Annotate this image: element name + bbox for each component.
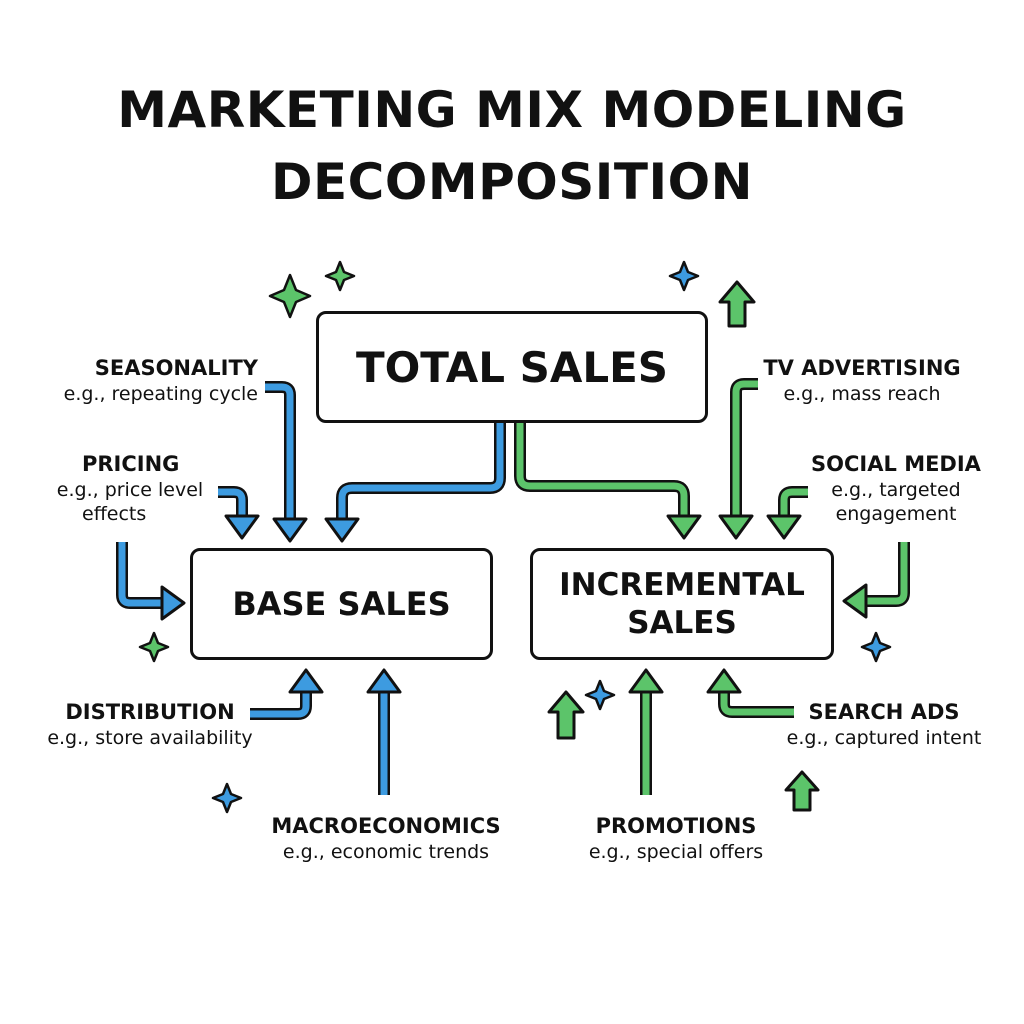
- arrow-pricing: [218, 486, 260, 540]
- factor-example: e.g., store availability: [47, 727, 253, 749]
- factor-name: TV ADVERTISING: [763, 356, 961, 380]
- sparkle-icon-green-3: [138, 631, 170, 663]
- arrow-distribution: [250, 668, 324, 720]
- arrow-social-media: [766, 486, 808, 540]
- arrow-right-elbow: [842, 542, 910, 619]
- base-arrows: [116, 381, 506, 795]
- factor-name: MACROECONOMICS: [271, 814, 501, 838]
- decor-up-arrow-mid: [547, 690, 585, 740]
- incremental-sales-box: INCREMENTAL SALES: [530, 548, 834, 660]
- arrow-left-elbow: [116, 542, 186, 621]
- factor-example-2: effects: [82, 503, 147, 525]
- factor-macroeconomics: MACROECONOMICS e.g., economic trends: [256, 812, 516, 864]
- arrow-tv-advertising: [718, 378, 758, 540]
- factor-promotions: PROMOTIONS e.g., special offers: [566, 812, 786, 864]
- incremental-sales-label-2: SALES: [627, 605, 737, 641]
- factor-name: DISTRIBUTION: [65, 700, 235, 724]
- factor-name: PROMOTIONS: [595, 814, 757, 838]
- factor-name: SEASONALITY: [94, 356, 258, 380]
- arrow-total-to-incremental: [514, 423, 702, 540]
- decor-up-arrow-bottom: [784, 770, 820, 812]
- factor-example: e.g., economic trends: [282, 841, 490, 863]
- sparkle-icon-blue-1: [668, 260, 700, 292]
- arrow-search-ads: [706, 668, 794, 718]
- factor-example: e.g., special offers: [588, 841, 764, 863]
- factor-seasonality: SEASONALITY e.g., repeating cycle: [64, 354, 258, 406]
- sparkle-icon-green-1: [268, 273, 312, 319]
- factor-social-media: SOCIAL MEDIA e.g., targeted engagement: [806, 450, 986, 526]
- arrow-total-to-base: [324, 423, 506, 543]
- title-line-2: DECOMPOSITION: [271, 153, 753, 211]
- base-sales-label: BASE SALES: [232, 585, 451, 623]
- factor-name: SEARCH ADS: [808, 700, 960, 724]
- sparkle-icon-blue-4: [211, 782, 243, 814]
- factor-example: e.g., targeted: [831, 479, 961, 501]
- sparkle-icon-green-2: [324, 260, 356, 292]
- total-sales-box: TOTAL SALES: [316, 311, 708, 423]
- factor-example: e.g., mass reach: [783, 383, 941, 405]
- factor-name: SOCIAL MEDIA: [811, 452, 981, 476]
- decor-up-arrow-top: [718, 280, 756, 328]
- sparkle-icon-blue-3: [584, 679, 616, 711]
- incremental-sales-label-1: INCREMENTAL: [559, 567, 805, 603]
- diagram-title: MARKETING MIX MODELING DECOMPOSITION: [0, 74, 1024, 218]
- factor-distribution: DISTRIBUTION e.g., store availability: [30, 698, 270, 750]
- factor-example: e.g., price level: [56, 479, 204, 501]
- arrow-macroeconomics: [366, 668, 402, 795]
- factor-example: e.g., captured intent: [786, 727, 982, 749]
- factor-search-ads: SEARCH ADS e.g., captured intent: [776, 698, 992, 750]
- arrow-seasonality: [265, 381, 308, 543]
- factor-pricing: PRICING e.g., price level effects: [40, 450, 220, 526]
- title-line-1: MARKETING MIX MODELING: [117, 81, 907, 139]
- total-sales-label: TOTAL SALES: [355, 342, 669, 392]
- factor-tv-advertising: TV ADVERTISING e.g., mass reach: [756, 354, 968, 406]
- base-sales-box: BASE SALES: [190, 548, 493, 660]
- incremental-arrows: [514, 378, 910, 795]
- factor-name: PRICING: [82, 452, 180, 476]
- arrow-promotions: [628, 668, 664, 795]
- sparkle-icon-blue-2: [860, 631, 892, 663]
- factor-example: e.g., repeating cycle: [63, 383, 258, 405]
- factor-example-2: engagement: [835, 503, 957, 525]
